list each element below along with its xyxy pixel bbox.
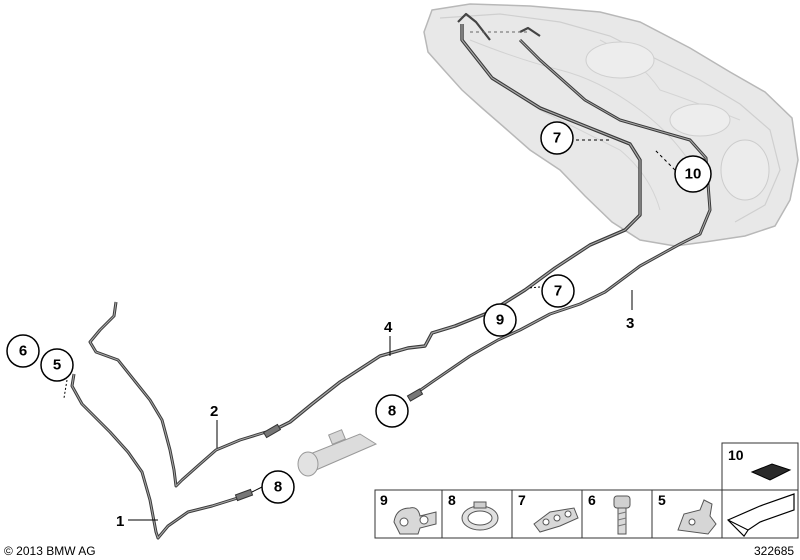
pipe-holder-icon xyxy=(677,499,717,535)
label-3[interactable]: 3 xyxy=(626,315,634,332)
fuel-tank xyxy=(423,3,799,247)
double-pipe-clip-icon xyxy=(393,507,437,535)
label-2[interactable]: 2 xyxy=(210,403,218,420)
callout-leaders xyxy=(63,139,676,521)
fuel-pipe-2 xyxy=(88,301,267,488)
callout-7-lower-label: 7 xyxy=(554,283,562,300)
legend-6-num: 6 xyxy=(588,492,596,508)
legend-item-6[interactable]: 6 xyxy=(588,492,631,535)
foam-pad-icon xyxy=(750,463,792,481)
callout-7-upper[interactable]: 7 xyxy=(540,121,574,155)
callout-5-label: 5 xyxy=(53,357,61,374)
callout-9[interactable]: 9 xyxy=(483,303,517,337)
legend-strip xyxy=(374,489,799,539)
callout-10-label: 10 xyxy=(685,166,702,183)
fuel-pipe-3 xyxy=(411,38,712,398)
screw-icon xyxy=(613,495,631,535)
label-4[interactable]: 4 xyxy=(384,319,393,336)
legend-item-9[interactable]: 9 xyxy=(380,492,437,535)
legend-item-7[interactable]: 7 xyxy=(518,492,579,533)
fuel-pipe-4 xyxy=(269,24,642,434)
legend-9-num: 9 xyxy=(380,492,388,508)
callout-10[interactable]: 10 xyxy=(674,155,712,193)
callout-8-lower[interactable]: 8 xyxy=(261,470,295,504)
callout-8-upper[interactable]: 8 xyxy=(375,394,409,428)
legend-5-num: 5 xyxy=(658,492,666,508)
tank-connector-pipes xyxy=(457,12,541,41)
triple-pipe-clip-icon xyxy=(533,507,579,533)
legend-item-5[interactable]: 5 xyxy=(658,492,717,535)
copyright-text: © 2013 BMW AG xyxy=(4,544,96,558)
callout-8-upper-label: 8 xyxy=(388,403,396,420)
legend-7-num: 7 xyxy=(518,492,526,508)
callout-7-lower[interactable]: 7 xyxy=(541,274,575,308)
callout-7-upper-label: 7 xyxy=(553,130,561,147)
legend-item-8[interactable]: 8 xyxy=(448,492,499,531)
callout-9-label: 9 xyxy=(496,312,504,329)
callout-5[interactable]: 5 xyxy=(40,348,74,382)
label-1[interactable]: 1 xyxy=(116,513,124,530)
legend-box-10[interactable]: 10 xyxy=(721,442,799,492)
callout-6-label: 6 xyxy=(19,343,27,360)
callout-8-lower-label: 8 xyxy=(274,479,282,496)
hose-clamp-icon xyxy=(461,501,499,531)
fuel-pipe-1 xyxy=(70,373,245,540)
diagram-id: 322685 xyxy=(754,544,794,558)
direction-arrow-icon xyxy=(726,493,795,537)
legend-10-num: 10 xyxy=(728,447,744,463)
callout-6[interactable]: 6 xyxy=(6,334,40,368)
pipe-connectors xyxy=(234,388,424,502)
legend-8-num: 8 xyxy=(448,492,456,508)
fuel-filter xyxy=(297,429,378,477)
